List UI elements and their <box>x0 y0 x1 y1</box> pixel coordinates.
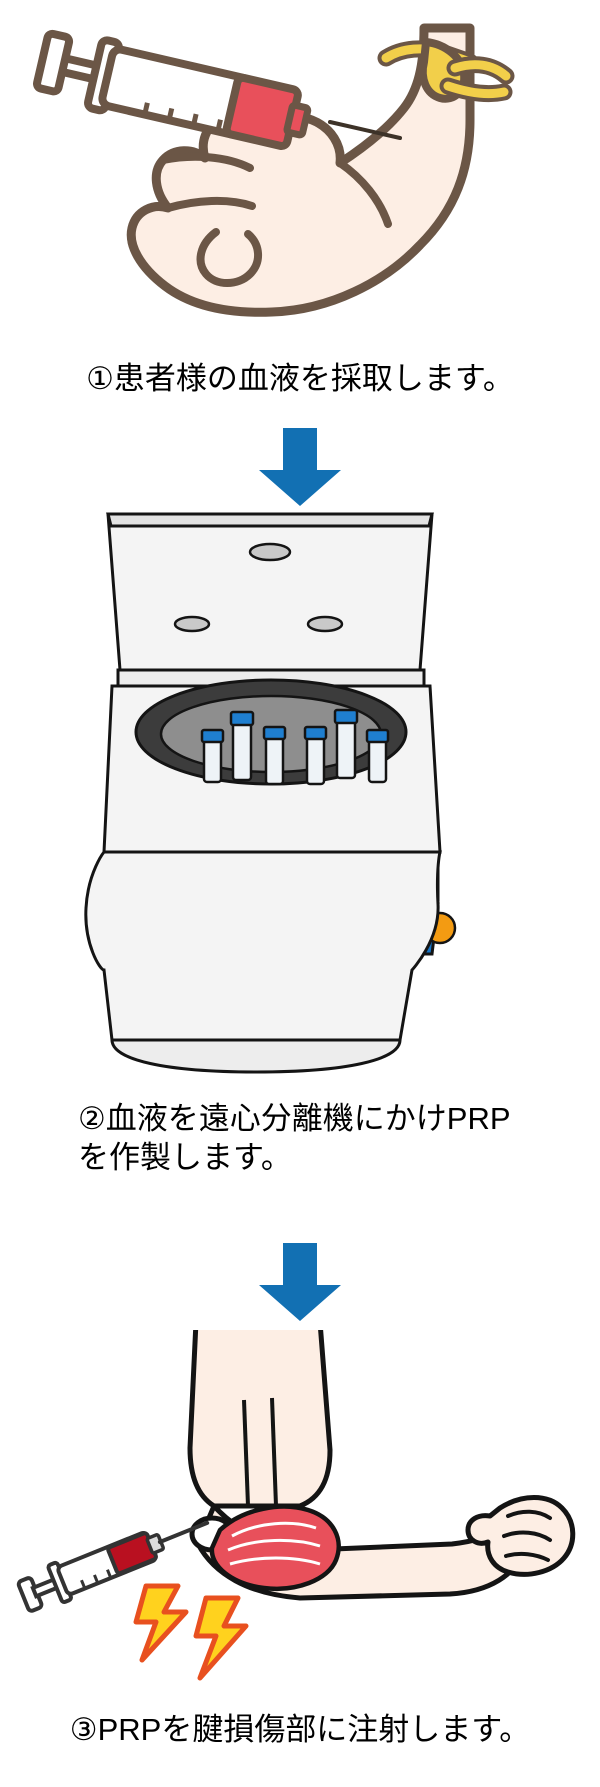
wrist-line <box>336 159 392 228</box>
finger-crease-1 <box>506 1509 552 1520</box>
sample-tube <box>365 728 390 784</box>
finger-line-1 <box>164 196 256 212</box>
centrifuge-lid <box>106 512 434 672</box>
step-3: ③PRPを腱損傷部に注射します。 <box>0 1330 600 1749</box>
syringe-tip <box>283 101 312 139</box>
sample-tube <box>229 710 255 782</box>
tourniquet-tail-1-fill <box>450 60 511 81</box>
needle-2 <box>157 1520 210 1545</box>
tendon-muscle <box>209 1504 341 1591</box>
blood-draw-svg <box>33 23 515 317</box>
syringe-group-injection <box>16 1520 210 1613</box>
tourniquet-tail-2-fill <box>443 81 509 99</box>
finger-crease-2 <box>502 1530 552 1542</box>
sample-tubes-group <box>200 708 390 786</box>
syringe-plunger-head <box>33 29 74 96</box>
lid-vent-right <box>306 615 344 633</box>
graduation-3 <box>190 113 199 127</box>
muscle-fiber-1 <box>231 1521 317 1538</box>
step-2-caption: ②血液を遠心分離機にかけPRP を作製します。 <box>0 1099 600 1177</box>
machine-lower-body <box>84 850 442 1042</box>
arrow-down-icon-2 <box>259 1243 341 1321</box>
step-2-caption-line-2: を作製します。 <box>78 1140 292 1175</box>
needle <box>328 120 402 140</box>
sample-tube <box>333 708 359 780</box>
syringe-group <box>33 29 312 150</box>
graduation-1 <box>142 102 150 116</box>
upper-arm <box>187 1330 333 1509</box>
graduation-a <box>80 1579 87 1590</box>
sample-tube <box>262 725 287 786</box>
sample-tube <box>303 725 328 786</box>
sample-tube <box>200 728 225 784</box>
step-3-caption: ③PRPを腱損傷部に注射します。 <box>0 1710 600 1749</box>
graduation-c <box>106 1569 113 1579</box>
machine-base <box>110 1038 402 1074</box>
lightning-bolt-right <box>193 1595 249 1681</box>
lightning-bolt-left <box>133 1583 189 1663</box>
step-1-caption: ①患者様の血液を採取します。 <box>0 359 600 398</box>
step-2-caption-line-1: ②血液を遠心分離機にかけPRP <box>78 1101 511 1136</box>
forearm-group <box>126 23 475 317</box>
lid-vent-left <box>173 615 211 633</box>
arrow-step1-to-step2 <box>0 428 600 506</box>
graduation-4 <box>215 119 223 132</box>
thumb-shape <box>196 228 262 287</box>
arrow-down-icon-1 <box>259 428 341 506</box>
lid-vent-center <box>248 542 292 562</box>
upper-arm-inner-line-2 <box>270 1397 278 1507</box>
step-1-caption-line-1: ①患者様の血液を採取します。 <box>86 361 514 396</box>
tourniquet-group <box>377 38 515 103</box>
blood-draw-illustration <box>0 0 600 345</box>
elbow-injection-illustration <box>0 1330 600 1700</box>
muscle-fiber-2 <box>227 1538 321 1552</box>
lid-top-edge <box>106 512 434 528</box>
centrifuge-svg <box>84 512 457 1074</box>
muscle-fiber-3 <box>229 1556 321 1566</box>
graduation-2 <box>166 107 175 121</box>
arrow-down-shape <box>259 1243 341 1321</box>
lid-panel <box>106 512 434 672</box>
centrifuge-illustration <box>0 500 600 1095</box>
arrow-step2-to-step3 <box>0 1243 600 1321</box>
graduation-b <box>93 1574 100 1584</box>
step-1: ①患者様の血液を採取します。 <box>0 0 600 398</box>
arrow-down-shape <box>259 428 341 506</box>
upper-arm-inner-line <box>242 1399 250 1507</box>
finger-line-2 <box>159 152 254 172</box>
step-3-caption-line-1: ③PRPを腱損傷部に注射します。 <box>69 1712 531 1747</box>
elbow-injection-svg <box>16 1330 576 1681</box>
step-2: ②血液を遠心分離機にかけPRP を作製します。 <box>0 500 600 1177</box>
finger-crease-3 <box>504 1551 550 1562</box>
